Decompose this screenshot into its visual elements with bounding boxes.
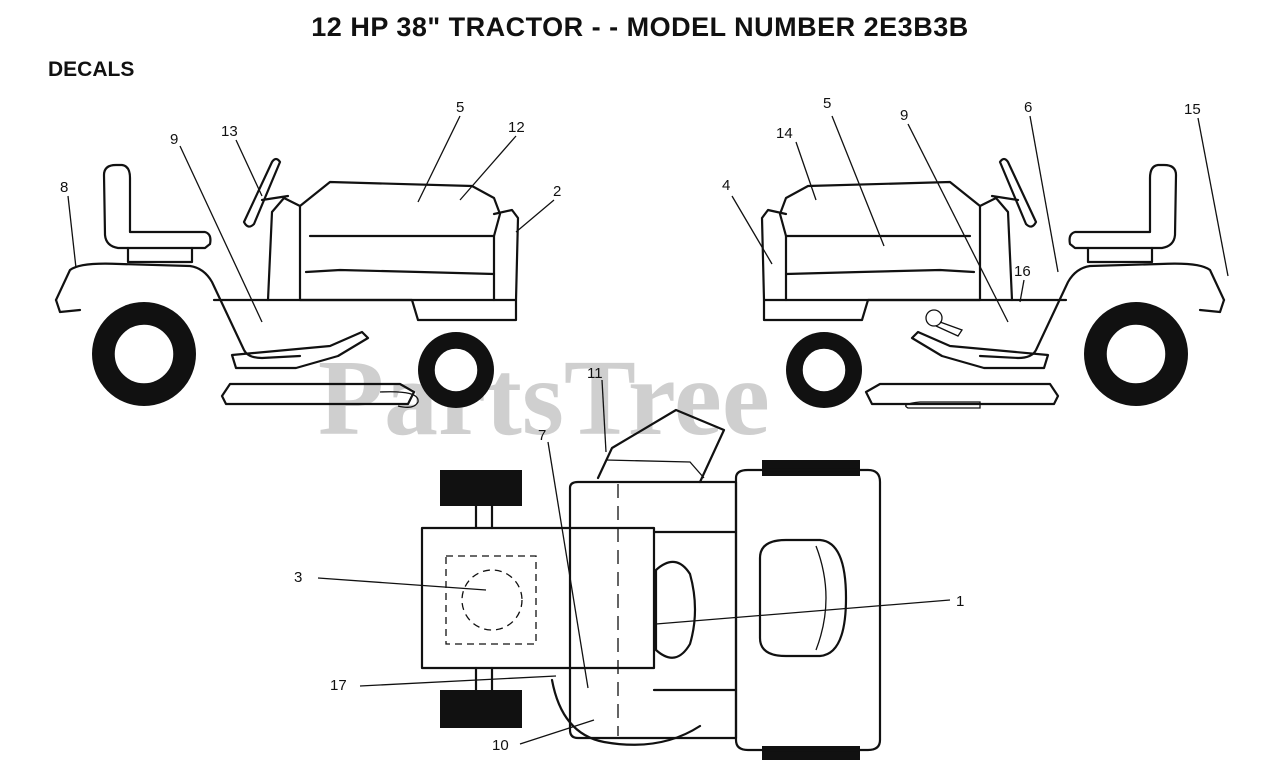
rear-tire-top xyxy=(762,460,860,476)
footrest xyxy=(230,330,370,370)
callout-13: 13 xyxy=(221,123,238,140)
callout-12: 12 xyxy=(508,119,525,136)
callout-9-right: 9 xyxy=(900,107,908,124)
gas-cap-top xyxy=(461,569,523,631)
dash xyxy=(266,196,302,302)
callout-11: 11 xyxy=(587,365,603,382)
callout-2: 2 xyxy=(553,183,561,200)
callout-10: 10 xyxy=(492,737,509,754)
tractor-top-view xyxy=(420,408,882,760)
hood-top xyxy=(420,526,656,670)
steering-column xyxy=(260,194,290,202)
tractor-left-side-view xyxy=(54,157,520,408)
callout-9: 9 xyxy=(170,131,178,148)
throttle-lever xyxy=(935,321,963,337)
callout-5-right: 5 xyxy=(823,95,831,112)
front-axle-top xyxy=(474,504,494,530)
chute-detail xyxy=(605,459,705,479)
callout-17: 17 xyxy=(330,677,347,694)
top-view-leaders xyxy=(317,379,951,745)
deck-arc-top xyxy=(550,678,702,746)
hood xyxy=(298,180,502,302)
seat-top xyxy=(758,538,848,658)
tractor-right-side-view xyxy=(760,157,1226,409)
section-label: DECALS xyxy=(48,58,135,81)
rear-fender-lower xyxy=(54,298,82,314)
front-tire-bottom-left xyxy=(440,690,522,728)
callout-3: 3 xyxy=(294,569,302,586)
hood-lower xyxy=(304,268,496,276)
steering-wheel xyxy=(242,157,282,228)
callout-16: 16 xyxy=(1014,263,1031,280)
seat-post xyxy=(126,246,194,264)
throttle-knob xyxy=(925,309,943,327)
diagram-title: 12 HP 38" TRACTOR - - MODEL NUMBER 2E3B3… xyxy=(311,12,969,42)
callout-5: 5 xyxy=(456,99,464,116)
watermark: PartsTree xyxy=(318,339,770,458)
right-view-leaders xyxy=(731,115,1229,323)
front-tire-top-left xyxy=(440,470,522,506)
left-view-leaders xyxy=(67,115,555,323)
rear-tire-bottom xyxy=(762,746,860,760)
mower-deck-left xyxy=(220,382,416,406)
callout-7: 7 xyxy=(538,427,546,444)
rear-body-top xyxy=(734,468,882,752)
callout-15: 15 xyxy=(1184,101,1201,118)
grille xyxy=(492,208,520,302)
callout-4: 4 xyxy=(722,177,730,194)
rear-fender xyxy=(54,262,302,360)
steering-top xyxy=(652,530,738,692)
discharge-chute xyxy=(596,408,726,484)
front-hub-left xyxy=(433,347,479,393)
callout-6: 6 xyxy=(1024,99,1032,116)
callout-14: 14 xyxy=(776,125,793,142)
dash-oval xyxy=(654,560,697,659)
seat-top-inner xyxy=(815,545,827,651)
callout-8: 8 xyxy=(60,179,68,196)
decal-panel-dashed xyxy=(445,555,537,645)
rear-hub-left xyxy=(113,323,175,385)
deck-chute-left xyxy=(379,391,419,408)
callout-1: 1 xyxy=(956,593,964,610)
seat xyxy=(102,163,212,250)
mid-body-top xyxy=(568,480,738,740)
